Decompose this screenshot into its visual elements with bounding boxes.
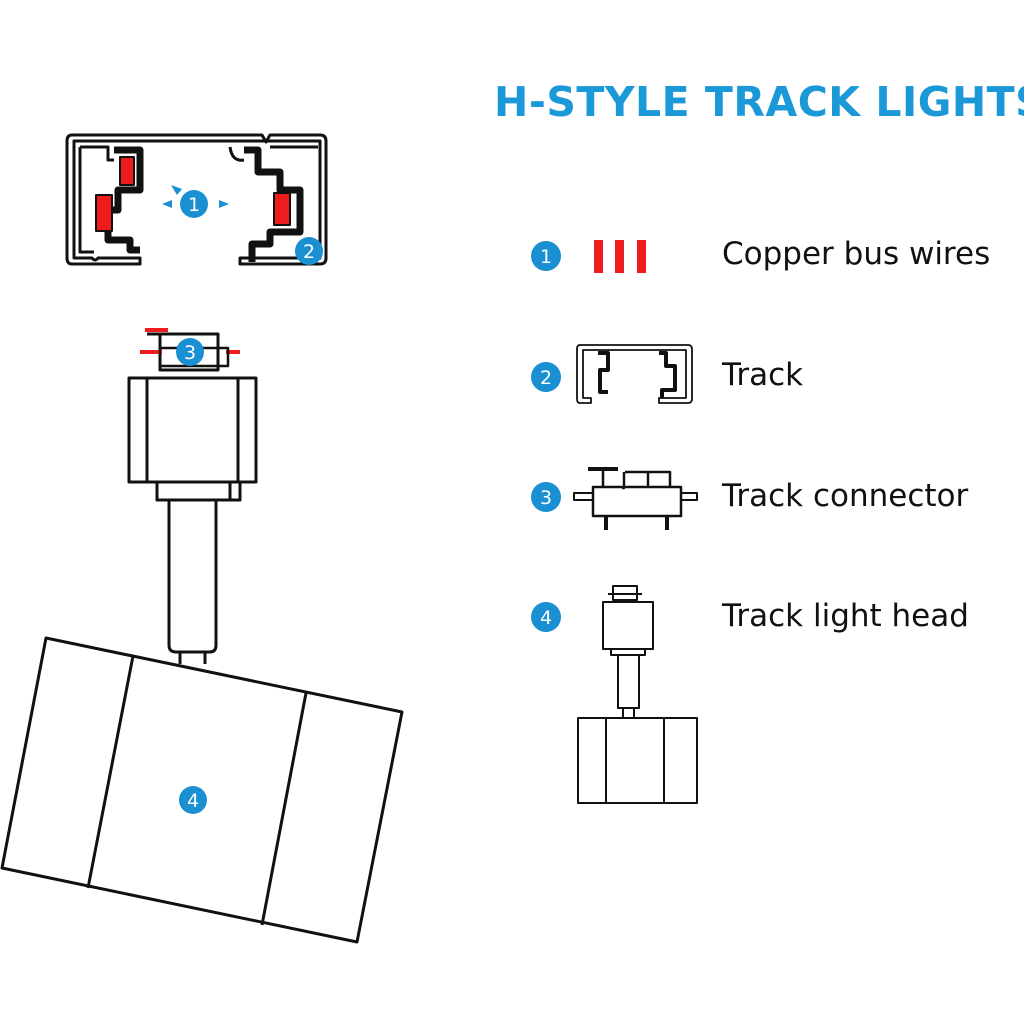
track-light-illustration xyxy=(0,328,404,944)
svg-text:4: 4 xyxy=(187,790,199,812)
rotation-arrows-icon xyxy=(162,185,229,208)
svg-text:2: 2 xyxy=(540,367,552,389)
legend-badge-4: 4 xyxy=(531,602,561,632)
svg-text:1: 1 xyxy=(188,194,200,216)
callout-3: 3 xyxy=(176,338,204,366)
legend-badge-2: 2 xyxy=(531,362,561,392)
callout-4: 4 xyxy=(179,786,207,814)
legend-label-copper-bus-wires: Copper bus wires xyxy=(722,236,991,272)
copper-wire xyxy=(95,194,113,232)
svg-text:2: 2 xyxy=(303,241,315,263)
svg-text:1: 1 xyxy=(540,246,552,268)
copper-bus-wires-icon xyxy=(594,240,646,273)
svg-text:3: 3 xyxy=(540,487,552,509)
legend-label-track-connector: Track connector xyxy=(722,478,969,514)
callout-1: 1 xyxy=(180,190,208,218)
track-cross-section xyxy=(65,133,328,266)
legend-label-track: Track xyxy=(722,357,804,393)
page-title: H-STYLE TRACK LIGHTS xyxy=(494,78,1024,126)
callout-2: 2 xyxy=(295,237,323,265)
svg-text:4: 4 xyxy=(540,607,552,629)
track-icon xyxy=(576,344,693,404)
copper-wire xyxy=(273,192,291,226)
legend-badge-3: 3 xyxy=(531,482,561,512)
track-connector-icon xyxy=(573,467,698,530)
copper-wire xyxy=(119,156,135,186)
legend-badge-1: 1 xyxy=(531,241,561,271)
legend-label-track-light-head: Track light head xyxy=(722,598,969,634)
track-light-head-icon xyxy=(577,585,698,804)
svg-text:3: 3 xyxy=(184,342,196,364)
